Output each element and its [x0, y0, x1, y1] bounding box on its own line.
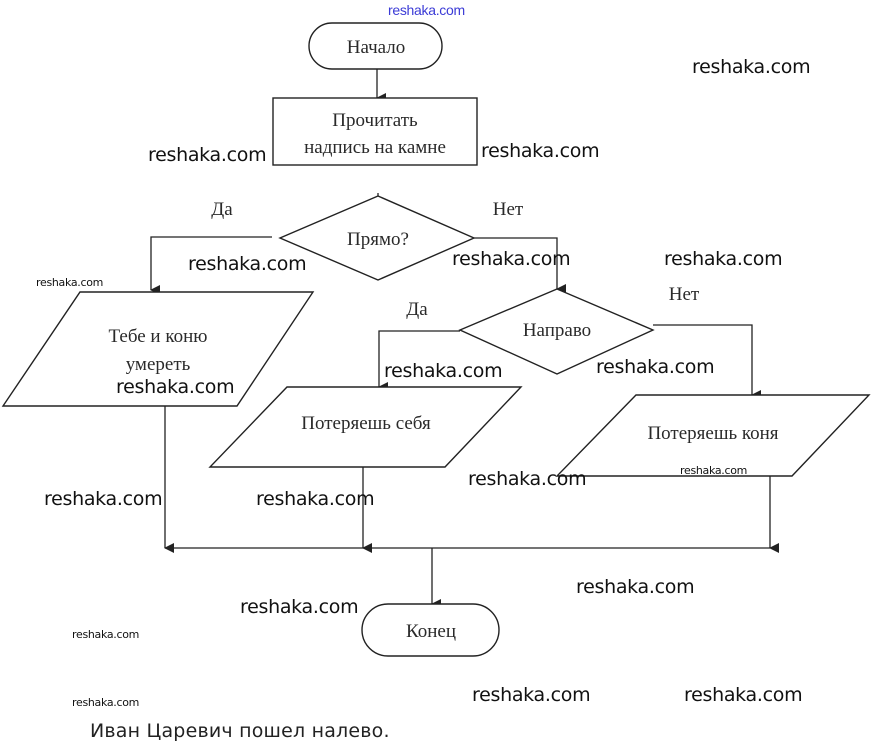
- connector-right-no: [653, 324, 761, 400]
- decision-right-yes-label: Да: [406, 299, 428, 320]
- connector-straight-no: [474, 237, 566, 294]
- watermark: reshaka.com: [72, 696, 140, 709]
- watermark: reshaka.com: [680, 464, 748, 477]
- start-terminal: Начало: [308, 22, 443, 70]
- watermark: reshaka.com: [384, 360, 503, 382]
- answer-text: Иван Царевич пошел налево.: [90, 720, 390, 742]
- watermark: reshaka.com: [692, 56, 811, 78]
- start-label: Начало: [347, 37, 406, 58]
- decision-straight-yes-label: Да: [211, 199, 233, 220]
- watermark: reshaka.com: [256, 488, 375, 510]
- watermark: reshaka.com: [36, 276, 104, 289]
- watermark: reshaka.com: [684, 684, 803, 706]
- decision-right: Направо: [458, 288, 655, 375]
- output-death-line2: умереть: [126, 354, 191, 375]
- watermark: reshaka.com: [596, 356, 715, 378]
- watermark: reshaka.com: [576, 576, 695, 598]
- watermark: reshaka.com: [240, 596, 359, 618]
- watermark: reshaka.com: [481, 140, 600, 162]
- connector-straight-yes: [150, 236, 272, 295]
- read-label-line1: Прочитать: [332, 110, 418, 131]
- watermark: reshaka.com: [452, 248, 571, 270]
- end-terminal: Конец: [361, 603, 500, 657]
- output-lose-horse: Потеряешь коня: [555, 394, 871, 477]
- decision-straight-no-label: Нет: [493, 199, 524, 220]
- decision-right-no-label: Нет: [669, 284, 700, 305]
- end-label: Конец: [406, 621, 456, 642]
- output-lose-self: Потеряешь себя: [208, 386, 523, 468]
- decision-straight-label: Прямо?: [347, 229, 409, 250]
- output-death-line1: Тебе и коню: [109, 326, 208, 347]
- watermark: reshaka.com: [664, 248, 783, 270]
- watermark: reshaka.com: [72, 628, 140, 641]
- watermark: reshaka.com: [468, 468, 587, 490]
- output-lose-horse-label: Потеряешь коня: [647, 423, 778, 444]
- decision-straight: Прямо?: [278, 195, 476, 281]
- watermark: reshaka.com: [472, 684, 591, 706]
- watermark: reshaka.com: [148, 144, 267, 166]
- watermark: reshaka.com: [44, 488, 163, 510]
- output-lose-self-label: Потеряешь себя: [301, 413, 431, 434]
- watermark-link[interactable]: reshaka.com: [388, 2, 465, 18]
- connector-right-yes: [378, 330, 460, 392]
- watermark: reshaka.com: [116, 376, 235, 398]
- decision-right-label: Направо: [523, 320, 591, 341]
- watermark: reshaka.com: [188, 253, 307, 275]
- read-label-line2: надпись на камне: [304, 137, 446, 158]
- read-inscription-process: Прочитать надпись на камне: [272, 97, 478, 166]
- output-death: Тебе и коню умереть: [1, 291, 315, 407]
